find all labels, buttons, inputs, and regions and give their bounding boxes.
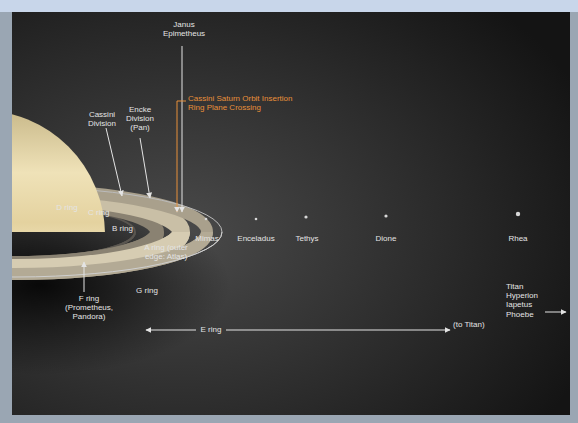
text-label: Mimas [192,234,222,243]
text-label: (to Titan) [453,320,497,329]
text-label: Janus Epimetheus [162,20,206,38]
text-label: Encke Division (Pan) [120,105,160,133]
text-label: Cassini Division [84,110,120,128]
text-label: F ring (Prometheus, Pandora) [62,294,116,322]
text-label: Cassini Saturn Orbit Insertion Ring Plan… [188,94,298,112]
text-label: Enceladus [233,234,279,243]
text-label: Titan Hyperion Iapetus Phoebe [506,282,544,319]
text-label: Tethys [290,234,324,243]
top-strip [0,0,578,12]
text-label: C ring [88,208,118,217]
text-label: Dione [368,234,404,243]
text-label: G ring [132,286,162,295]
text-label: A ring (outer edge: Atlas) [138,243,194,261]
rings-front [12,232,222,277]
text-label: D ring [54,203,80,212]
text-label: E ring [197,325,225,334]
moons [205,212,521,221]
saturn [12,110,230,375]
text-label: B ring [112,224,142,233]
text-label: Rhea [503,234,533,243]
leader-lines [84,46,566,330]
